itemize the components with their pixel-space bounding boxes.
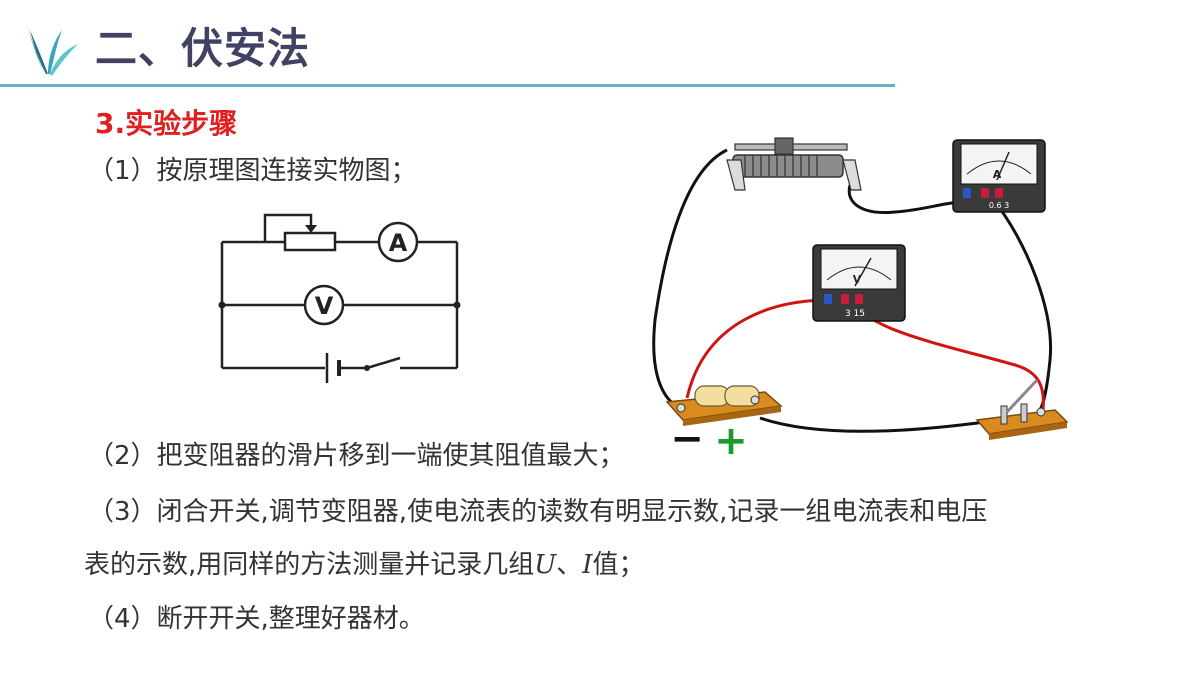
schematic-voltmeter-label: V: [315, 292, 334, 320]
step-3-text: 表的示数,用同样的方法测量并记录几组: [84, 550, 535, 580]
battery-holder-icon: [665, 385, 783, 426]
minus-sign: −: [670, 416, 704, 460]
voltage-variable: U: [534, 550, 557, 580]
step-1: （1）按原理图连接实物图；: [88, 156, 417, 186]
voltmeter-terminals: 3 15: [845, 309, 865, 319]
ammeter-device-icon: A 0.6 3: [952, 139, 1046, 213]
current-variable: I: [582, 550, 593, 580]
page-title: 二、伏安法: [95, 24, 311, 73]
step-3-line-2: 表的示数,用同样的方法测量并记录几组U、I值；: [84, 550, 645, 581]
switch-icon: [975, 378, 1069, 440]
section-title: 3.实验步骤: [95, 107, 238, 140]
apparatus-illustration: A 0.6 3 V 3 15 − +: [652, 137, 1069, 460]
voltmeter-device-icon: V 3 15: [812, 244, 906, 322]
separator: 、: [556, 550, 583, 580]
voltmeter-device-label: V: [853, 273, 862, 286]
step-4: （4）断开开关,整理好器材。: [88, 604, 425, 634]
title-underline: [0, 84, 895, 87]
schematic-ammeter-label: A: [389, 229, 408, 257]
step-2: （2）把变阻器的滑片移到一端使其阻值最大；: [88, 441, 625, 471]
rheostat-icon: [726, 137, 862, 191]
ammeter-terminals: 0.6 3: [989, 201, 1009, 210]
circuit-schematic: A V: [218, 213, 461, 383]
teal-leaf-logo-icon: [26, 24, 78, 76]
ammeter-device-label: A: [993, 168, 1002, 181]
step-3-suffix: 值；: [592, 550, 645, 580]
plus-sign: +: [714, 418, 748, 460]
step-3-line-1: （3）闭合开关,调节变阻器,使电流表的读数有明显示数,记录一组电流表和电压: [88, 497, 988, 527]
